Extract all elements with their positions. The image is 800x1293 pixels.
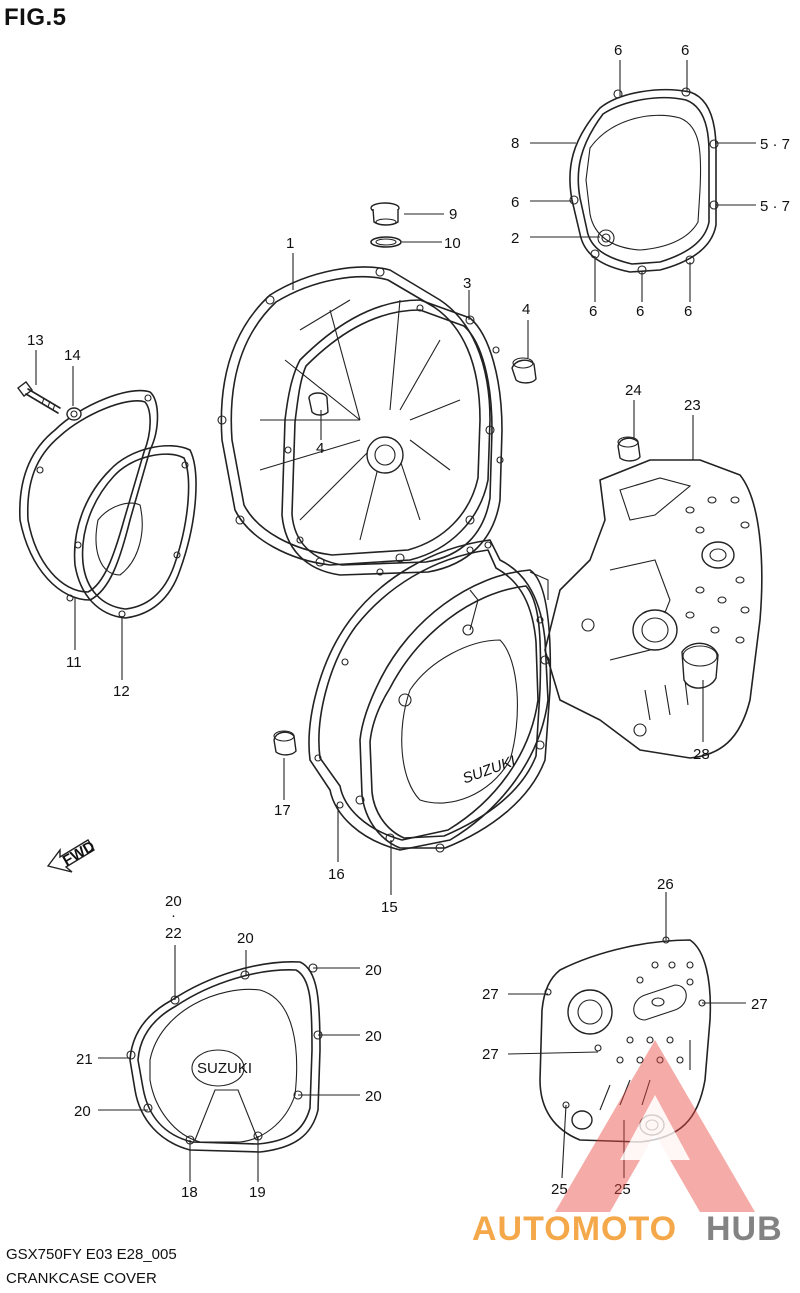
- fwd-label: FWD: [60, 838, 98, 870]
- callout-10: 10: [444, 235, 461, 252]
- callout-9: 9: [449, 206, 457, 223]
- callout-16: 16: [328, 866, 345, 883]
- callout-20-right-2: 20: [365, 1028, 382, 1045]
- generator-cover[interactable]: SUZUKI: [126, 961, 323, 1153]
- callout-25-right: 25: [614, 1181, 631, 1198]
- o-ring[interactable]: [370, 236, 402, 248]
- callout-19: 19: [249, 1184, 266, 1201]
- callout-labels: 1 2 3 4 4 5 · 7 5 · 7 6 6 6 6 6 6 8 9 10…: [27, 42, 790, 1201]
- starter-cover-gasket[interactable]: [73, 444, 197, 619]
- crankcase-plug[interactable]: [681, 642, 719, 689]
- callout-6-bottom-left: 6: [589, 303, 597, 320]
- dowel-pin-loose[interactable]: [511, 357, 537, 384]
- figure-title: FIG.5: [4, 4, 67, 31]
- callout-12: 12: [113, 683, 130, 700]
- callout-4-upper: 4: [522, 301, 530, 318]
- callout-separator-dot: ·: [171, 907, 176, 924]
- callout-20-right-1: 20: [365, 962, 382, 979]
- callout-11: 11: [66, 654, 82, 671]
- callout-17: 17: [274, 802, 291, 819]
- callout-6-bottom-mid: 6: [636, 303, 644, 320]
- callout-5-7-upper: 5 · 7: [760, 136, 790, 153]
- callout-28: 28: [693, 746, 710, 763]
- callout-5-7-lower: 5 · 7: [760, 198, 790, 215]
- callout-20-upper: 20: [237, 930, 254, 947]
- washer[interactable]: [66, 407, 82, 421]
- callout-4-cover: 4: [316, 440, 324, 457]
- crankcase-dowel[interactable]: [617, 436, 641, 462]
- callout-20-top: 20: [165, 893, 182, 910]
- callout-6-bottom-right: 6: [684, 303, 692, 320]
- model-code: GSX750FY E03 E28_005: [6, 1246, 177, 1263]
- callout-6-left: 6: [511, 194, 519, 211]
- suzuki-logo-clutch: SUZUKI: [460, 753, 518, 788]
- crankcase-section[interactable]: [544, 459, 763, 759]
- watermark-text-hub: HUB: [706, 1210, 783, 1248]
- bolt[interactable]: [17, 381, 61, 414]
- watermark-text-automoto: AUTOMOTO: [472, 1210, 677, 1248]
- clutch-cover-upper[interactable]: [217, 266, 495, 567]
- callout-1: 1: [286, 235, 294, 252]
- leader-lines: [35, 60, 756, 1182]
- callout-20-right-3: 20: [365, 1088, 382, 1105]
- callout-27-lower-left: 27: [482, 1046, 499, 1063]
- clutch-cover-gasket[interactable]: [281, 299, 504, 576]
- callout-15: 15: [381, 899, 398, 916]
- figure-caption: CRANKCASE COVER: [6, 1270, 157, 1287]
- clutch-cover-lower[interactable]: SUZUKI: [355, 569, 552, 853]
- cover-gasket-top-right[interactable]: [569, 87, 719, 275]
- callout-22: 22: [165, 925, 182, 942]
- starter-clutch-cover[interactable]: [19, 389, 159, 602]
- callout-24: 24: [625, 382, 642, 399]
- callout-3: 3: [463, 275, 471, 292]
- callout-14: 14: [64, 347, 81, 364]
- callout-26: 26: [657, 876, 674, 893]
- callout-8: 8: [511, 135, 519, 152]
- callout-20-left: 20: [74, 1103, 91, 1120]
- suzuki-logo-generator: SUZUKI: [197, 1060, 252, 1077]
- callout-27-right: 27: [751, 996, 768, 1013]
- dowel-pin-lower[interactable]: [273, 730, 297, 756]
- callout-6-top-right: 6: [681, 42, 689, 59]
- callout-13: 13: [27, 332, 44, 349]
- dowel-pin-upper-cover[interactable]: [308, 392, 329, 416]
- callout-27-upper-left: 27: [482, 986, 499, 1003]
- callout-2: 2: [511, 230, 519, 247]
- callout-6-top-left: 6: [614, 42, 622, 59]
- oil-filler-cap[interactable]: [370, 202, 400, 226]
- callout-21: 21: [76, 1051, 93, 1068]
- callout-23: 23: [684, 397, 701, 414]
- callout-18: 18: [181, 1184, 198, 1201]
- fwd-arrow-icon: FWD: [46, 838, 98, 873]
- callout-25-left: 25: [551, 1181, 568, 1198]
- clutch-cover-gasket-lower[interactable]: [308, 539, 549, 851]
- automotohub-watermark: AUTOMOTO HUB: [472, 1040, 783, 1248]
